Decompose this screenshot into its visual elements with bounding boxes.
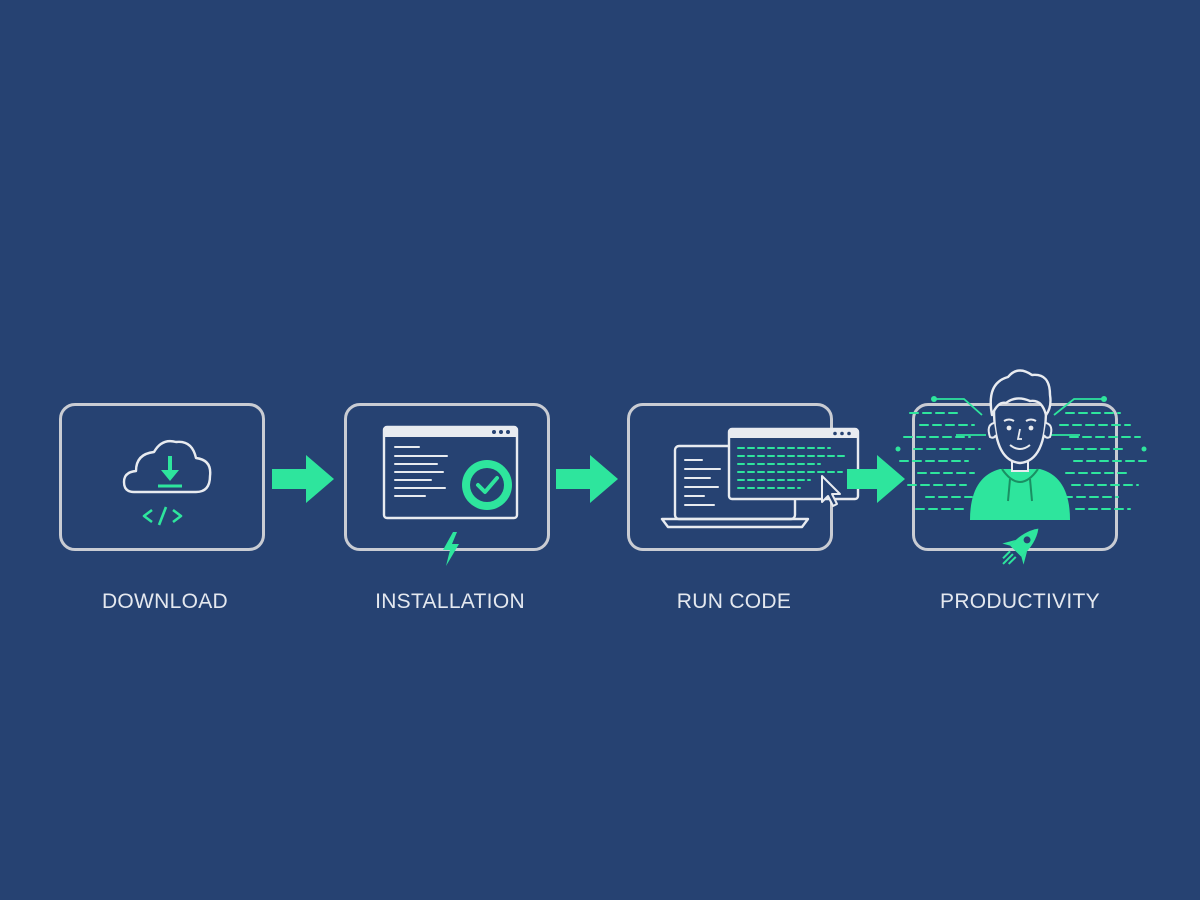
arrow-right-icon [847, 455, 905, 503]
step-installation-box [344, 403, 550, 566]
installer-window-check-icon [382, 425, 519, 566]
step-download-box [59, 403, 265, 551]
step-label-productivity: PRODUCTIVITY [940, 590, 1100, 613]
arrow-right-icon [272, 455, 334, 503]
cloud-download-code-icon [122, 439, 212, 526]
step-label-download: DOWNLOAD [101, 590, 229, 613]
laptop-code-window-icon [660, 427, 860, 529]
step-label-installation: INSTALLATION [375, 590, 525, 613]
step-run-code-box [627, 403, 860, 551]
developer-rocket-icon [895, 369, 1147, 565]
step-label-run-code: RUN CODE [676, 590, 792, 613]
arrow-right-icon [556, 455, 618, 503]
